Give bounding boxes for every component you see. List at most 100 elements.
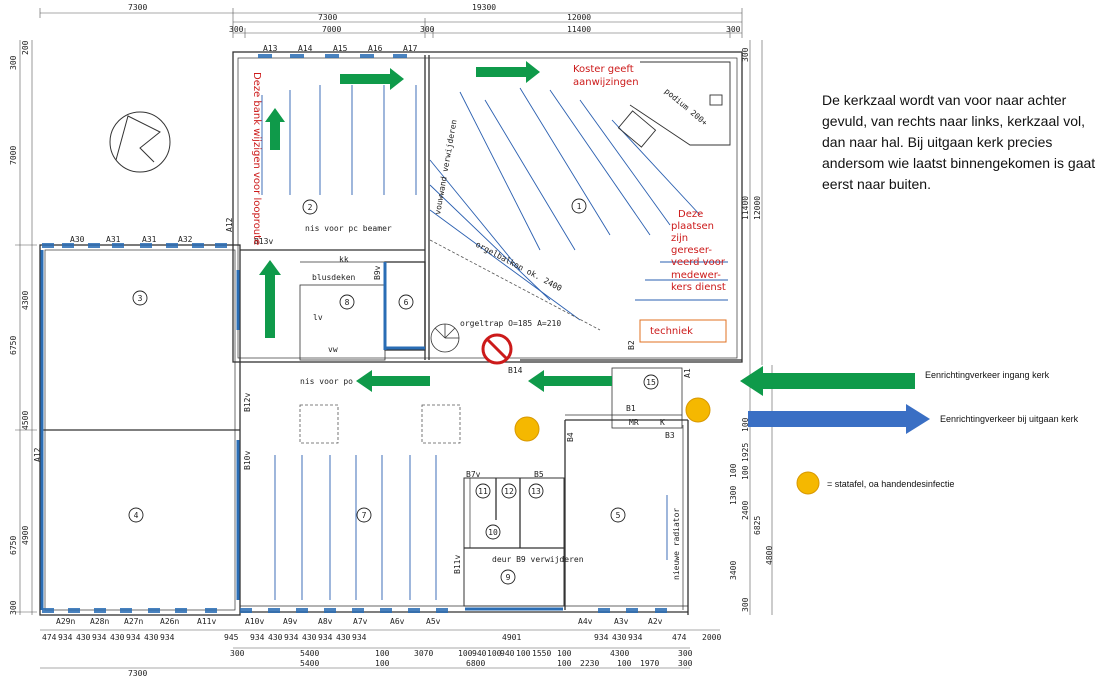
dim-left-2: 200 [21,40,30,55]
dim-top-3d: 11400 [567,25,591,34]
dim-right-5: 1925 [741,443,750,462]
bdim-r2-2: 100 [375,649,390,658]
lbl-radiator: nieuwe radiator [672,508,681,580]
no-entry-icon [481,333,513,365]
win-a17: A17 [403,44,418,53]
bdim-r2-12: 300 [678,649,693,658]
bdim-r1-10: 430 [268,633,283,642]
lbl-deur: deur B9 verwijderen [492,555,584,564]
lbl-lv: lv [313,313,323,322]
room-8: 8 [345,298,350,307]
lbl-a12-top: A12 [225,217,234,232]
win-a31b: A31 [142,235,157,244]
bdim-r3-0: 7300 [128,669,147,678]
reserved-line-2: plaatsen [671,221,714,232]
bdim-r1-13: 934 [318,633,333,642]
room-2: 2 [308,203,313,212]
bdim-r1-5: 934 [126,633,141,642]
lbl-b11v: B11v [453,555,462,574]
spiral-stair [430,323,460,353]
win-a11v: A11v [197,617,216,626]
dim-right-12: 4800 [765,546,774,565]
dim-right-13: 300 [741,597,750,612]
room-5: 5 [616,511,621,520]
win-a29n: A29n [56,617,75,626]
blue-arrows [748,404,930,434]
reserved-line-5: veerd voor [671,257,726,268]
arrow-left-hall [356,370,430,392]
bdim-r1-19: 934 [628,633,643,642]
bdim-r3-6: 100 [617,659,632,668]
bdim-r1-15: 934 [352,633,367,642]
room-3: 3 [138,294,143,303]
dim-top-1a: 7300 [128,3,147,12]
techniek-box [639,319,727,343]
lbl-b14: B14 [508,366,523,375]
lbl-orgeltrap: orgeltrap O=185 A=210 [460,319,561,328]
dim-top-2a: 7300 [318,13,337,22]
room-markers [128,198,659,585]
misc-labels: A12 A12 A1 B13v B12v B10v B9v B2 B1 B3 B… [33,217,692,574]
window-labels-left-top: A30 A31 A31 A32 [70,235,193,244]
room-7: 7 [362,511,367,520]
bdim-r2-0: 300 [230,649,245,658]
arrow-top-right [476,61,540,83]
bdim-r3-3: 6800 [466,659,485,668]
dim-top-3b: 7000 [322,25,341,34]
reserved-line-7: kers dienst [671,282,726,293]
win-a31a: A31 [106,235,121,244]
lbl-k: K [660,418,665,427]
wall-hatching [42,54,667,613]
room-numbers: 1 2 3 4 5 6 7 8 9 10 11 12 13 15 [134,202,656,582]
bdim-r3-2: 100 [375,659,390,668]
room-1: 1 [577,202,582,211]
bdim-r1-18: 430 [612,633,627,642]
bdim-r1-1: 934 [58,633,73,642]
podium [617,61,731,148]
dim-left-4: 4300 [21,291,30,310]
lbl-b7v: B7v [466,470,481,479]
lbl-b4: B4 [566,432,575,442]
wall-accents [40,250,563,611]
room-12: 12 [504,487,514,496]
reserved-line-4: gereser- [671,245,712,256]
reserved-line-3: zijn [671,233,688,244]
lbl-b5: B5 [534,470,544,479]
top-dimensions [39,8,743,38]
bdim-r1-7: 934 [160,633,175,642]
dim-right-1: 300 [741,47,750,62]
win-a7v: A7v [353,617,368,626]
bottom-dim-row3: 7300 5400 100 6800 100 2230 100 1970 300 [128,659,693,678]
bdim-r3-1: 5400 [300,659,319,668]
dim-left-5: 6750 [9,336,18,355]
win-a2v: A2v [648,617,663,626]
bdim-r2-5: 940 [472,649,487,658]
dim-top-1b: 19300 [472,3,496,12]
green-arrows [259,61,915,396]
win-a4v: A4v [578,617,593,626]
arrow-exit [748,404,930,434]
lbl-podium: podium 200+ [663,87,710,128]
window-labels-top: A13 A14 A15 A16 A17 [263,44,418,53]
bdim-r1-20: 474 [672,633,687,642]
bdim-r1-14: 430 [336,633,351,642]
legend-entrance-label: Eenrichtingverkeer ingang kerk [925,370,1050,380]
bdim-r2-6: 100 [487,649,502,658]
dim-right-11: 6825 [753,516,762,535]
win-a9v: A9v [283,617,298,626]
bdim-r2-3: 3070 [414,649,433,658]
dim-right-7: 2400 [741,501,750,520]
win-a3v: A3v [614,617,629,626]
win-a30: A30 [70,235,85,244]
arrow-entrance [740,366,915,396]
dim-left-6: 4500 [21,411,30,430]
win-a5v: A5v [426,617,441,626]
lbl-b9v: B9v [373,265,382,280]
dim-right-10: 3400 [729,561,738,580]
win-a13: A13 [263,44,278,53]
lbl-orgelbalkon: orgelbalkon ok. 2400 [474,240,563,293]
win-a10v: A10v [245,617,264,626]
red-annotations: Koster geeft aanwijzingen Deze plaatsen … [573,64,727,343]
bdim-r1-16: 4901 [502,633,521,642]
lbl-b10v: B10v [243,451,252,470]
